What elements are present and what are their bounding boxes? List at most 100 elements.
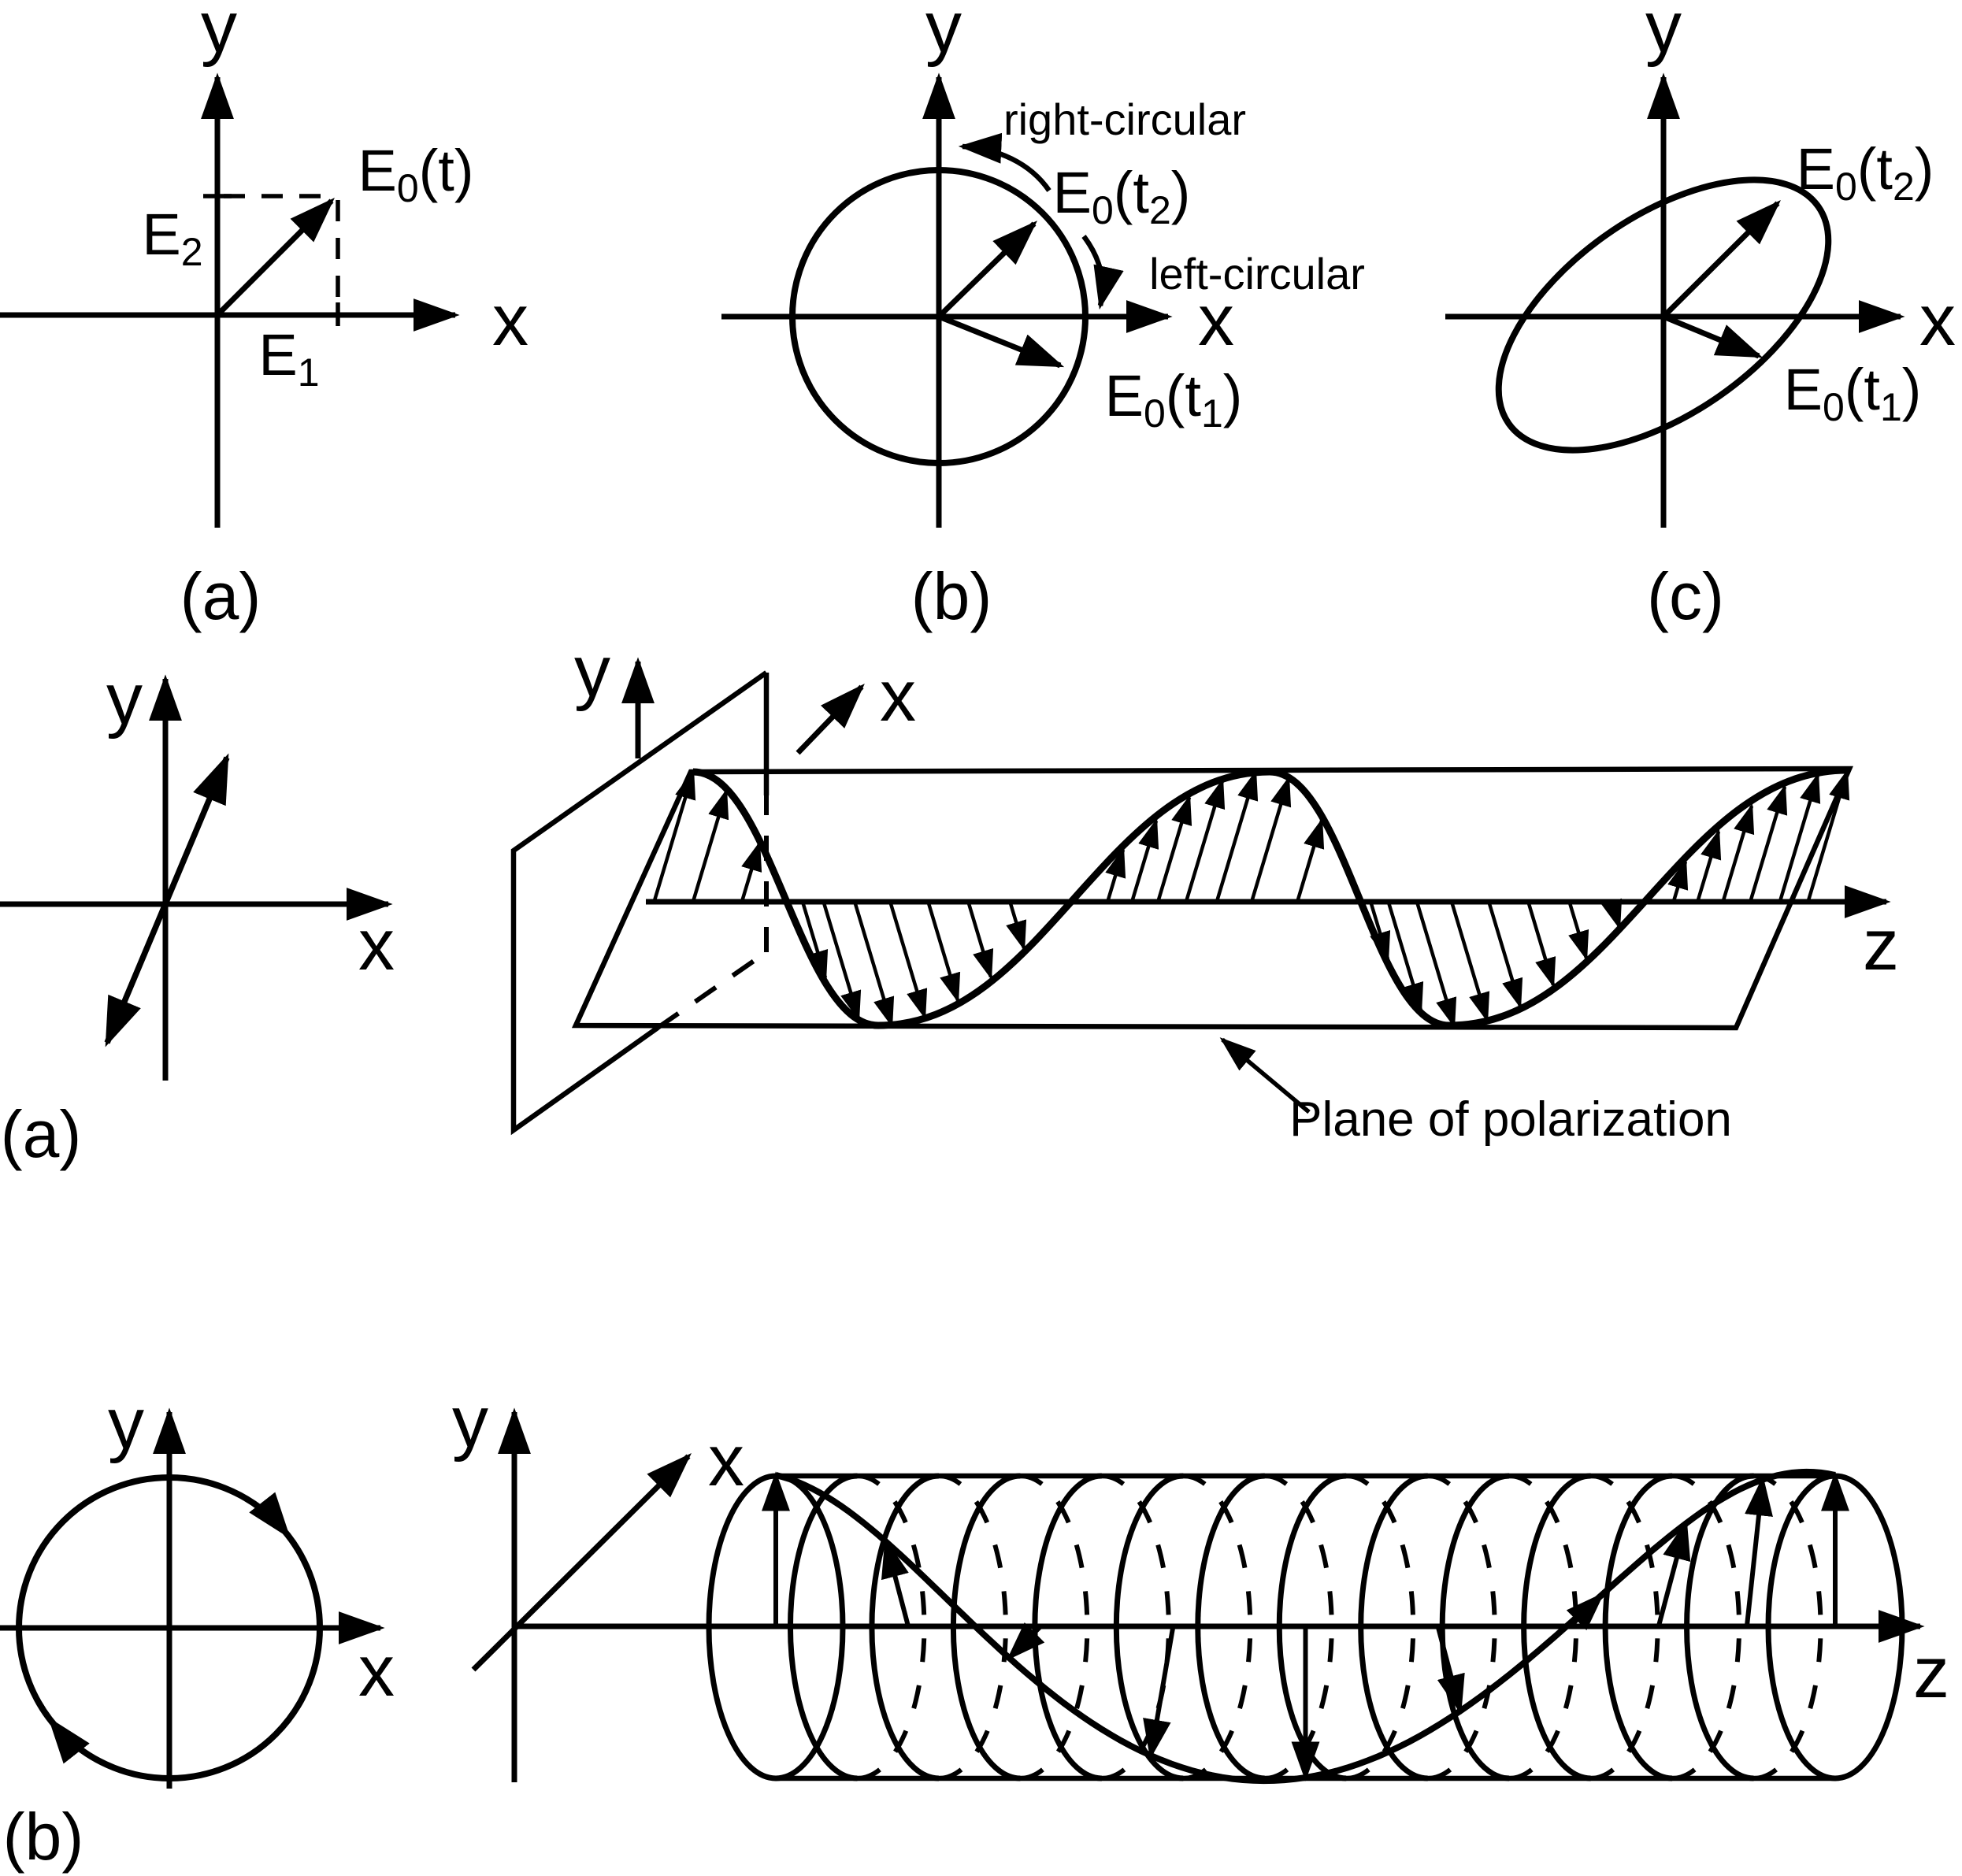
- helix-e-vector: [1143, 1626, 1176, 1759]
- subscript: 1: [297, 350, 320, 395]
- helix-field-arrows: [762, 1471, 1849, 1781]
- wave-hatch-arrow: [1156, 794, 1192, 903]
- subscript: 2: [1148, 188, 1171, 232]
- label-e1: E1: [258, 326, 320, 395]
- wave-hatch-arrow: [1006, 901, 1027, 951]
- label-e2: E2: [142, 206, 203, 274]
- wave-hatch-arrow: [1526, 901, 1556, 988]
- diagram-circular: [721, 72, 1173, 528]
- label-x-top-a: x: [492, 280, 529, 361]
- vertical-plane-solid: [510, 670, 768, 1136]
- wave-hatch-arrow: [691, 788, 729, 903]
- label-right-circular: right-circular: [1003, 95, 1247, 144]
- wave-hatch-arrow: [1415, 901, 1457, 1029]
- wave-hatch-arrow: [1215, 769, 1259, 903]
- e0-t1-vector: [937, 313, 1065, 369]
- label-x-top-c: x: [1919, 280, 1956, 361]
- label-part: E: [1104, 363, 1144, 428]
- diagram-linear-line: [0, 674, 393, 1081]
- left-circular-arrow: [1081, 235, 1124, 310]
- diagram-plane-wave: [510, 657, 1891, 1136]
- rotation-arrow-top: [249, 1492, 291, 1539]
- label-e0t2-c: E0(t2): [1797, 140, 1934, 209]
- label-part: (t): [418, 138, 474, 203]
- cylinder-ring-front: [1195, 1473, 1265, 1781]
- subscript: 0: [1834, 165, 1857, 209]
- panel-label-a-mid: (a): [0, 1097, 82, 1171]
- wave-hatch-arrow: [966, 901, 994, 981]
- polarization-plane: [571, 766, 1853, 1031]
- wave-hatch-arrow: [800, 901, 829, 981]
- label-y-top-b: y: [925, 0, 962, 68]
- label-y-helix: y: [452, 1382, 488, 1463]
- label-x-mid-small: x: [358, 905, 395, 985]
- rotation-circle: [16, 1474, 323, 1781]
- label-part: E: [1796, 136, 1835, 202]
- subscript: 0: [396, 166, 419, 210]
- label-z-wave: z: [1863, 905, 1899, 985]
- polarization-ellipse: [1495, 176, 1832, 454]
- cylinder-ring-front: [1358, 1473, 1428, 1781]
- subscript: 1: [1879, 385, 1902, 429]
- label-part: (t: [1856, 136, 1893, 202]
- subscript: 2: [180, 230, 203, 274]
- label-x-helix: x: [708, 1421, 744, 1501]
- x-axis: [471, 1453, 692, 1672]
- label-e0t1-b: E0(t1): [1105, 367, 1243, 436]
- wave-hatch-arrows: [652, 769, 1850, 1029]
- helix-e-vector: [881, 1537, 911, 1627]
- helix-e-vector: [1744, 1475, 1773, 1627]
- label-part: (t: [1165, 363, 1201, 428]
- wave-hatch-arrow: [1601, 898, 1623, 930]
- label-x-top-b: x: [1198, 280, 1234, 361]
- label-y-top-c: y: [1645, 0, 1682, 68]
- panel-label-b-top: (b): [911, 559, 992, 633]
- subscript: 0: [1822, 385, 1845, 429]
- polarization-circle: [789, 167, 1089, 466]
- label-y-bot-circle: y: [108, 1384, 144, 1464]
- panel-label-b-bot: (b): [2, 1800, 84, 1874]
- wave-hatch-arrow: [1721, 803, 1755, 903]
- e0-vector: [215, 198, 335, 317]
- wave-hatch-arrow: [1696, 829, 1722, 903]
- label-part: E: [1783, 357, 1823, 422]
- wave-hatch-arrow: [1806, 769, 1850, 903]
- wave-hatch-arrow: [926, 901, 961, 1003]
- wave-hatch-arrow: [652, 769, 696, 903]
- label-x-wave: x: [880, 656, 916, 736]
- wave-hatch-arrow: [1667, 858, 1689, 903]
- cylinder-ring-front: [1439, 1473, 1510, 1781]
- label-part: E: [258, 322, 298, 387]
- label-plane-of-polarization: Plane of polarization: [1289, 1092, 1732, 1147]
- label-part: E: [1052, 160, 1092, 225]
- wave-hatch-arrow: [1105, 847, 1126, 903]
- rotation-arrow-bottom: [48, 1717, 90, 1764]
- wave-hatch-arrow: [853, 901, 895, 1028]
- wave-curve: [692, 766, 1848, 1029]
- label-part: (t: [1844, 357, 1880, 422]
- helix-e-vector: [1006, 1622, 1045, 1661]
- caption-leader-arrow: [1219, 1037, 1311, 1114]
- cylinder-ring-back: [1834, 1473, 1905, 1781]
- label-e0t1-c: E0(t1): [1784, 361, 1922, 429]
- e0-t2-vector: [936, 221, 1038, 319]
- e0-t2-vector: [1661, 200, 1781, 319]
- label-left-circular: left-circular: [1149, 249, 1365, 298]
- subscript: 0: [1143, 391, 1166, 436]
- wave-hatch-arrow: [1778, 772, 1821, 903]
- label-y-mid-small: y: [106, 659, 143, 740]
- label-part: ): [1170, 160, 1191, 225]
- label-y-top-a: y: [201, 0, 237, 68]
- wave-hatch-arrow: [1449, 901, 1490, 1023]
- right-circular-arrow: [958, 132, 1051, 192]
- cylinder-ring-front: [706, 1473, 777, 1781]
- x-axis: [796, 683, 865, 755]
- cylinder-ring-front: [1113, 1473, 1184, 1781]
- diagram-elliptical: [1445, 72, 1905, 528]
- cylinder-ring-front: [869, 1473, 939, 1781]
- wave-hatch-arrow: [1184, 777, 1226, 903]
- cylinder-ring-front: [1521, 1473, 1591, 1781]
- subscript: 2: [1892, 165, 1915, 209]
